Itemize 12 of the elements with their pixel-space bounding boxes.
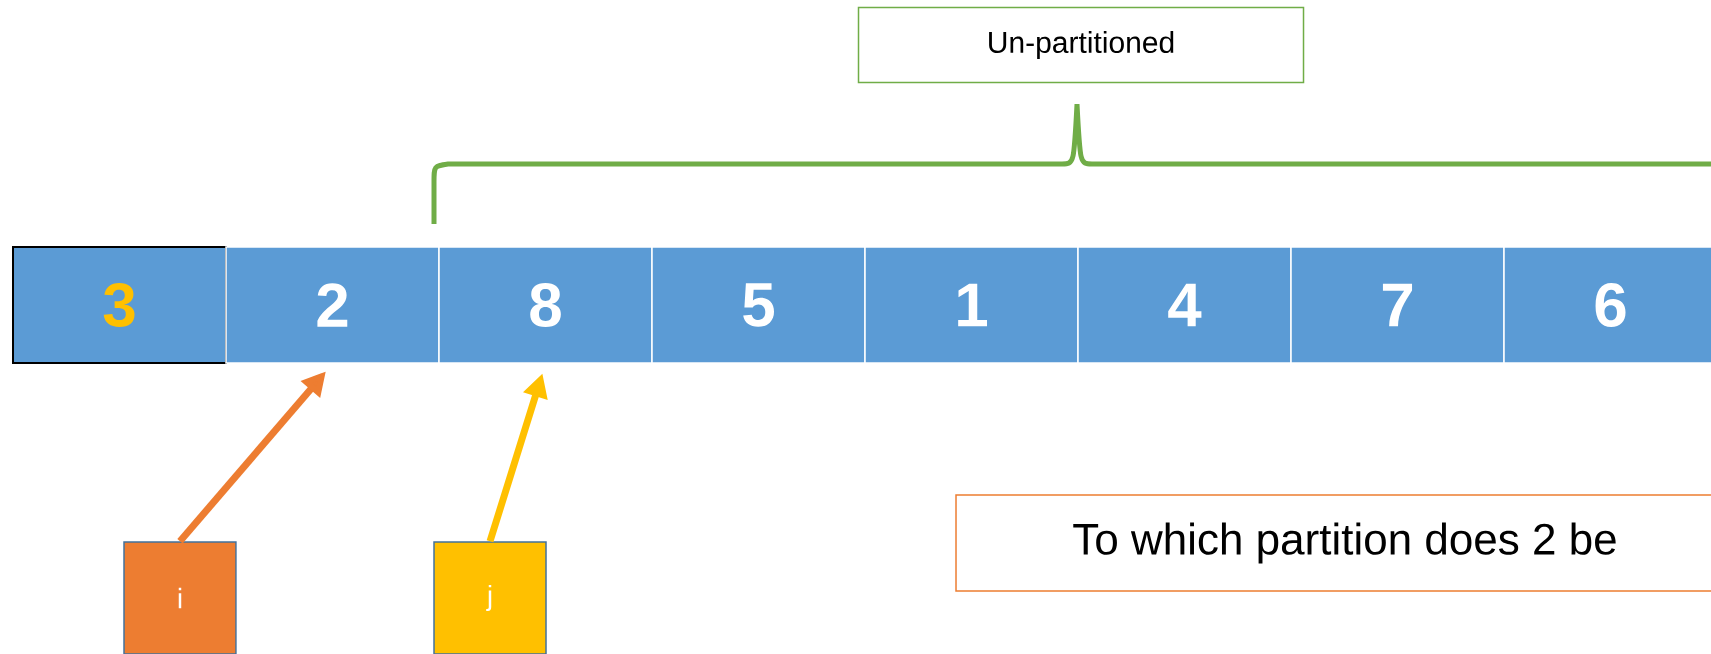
- label-box: Un-partitioned: [857, 6, 1305, 84]
- array-cell: 4: [1077, 246, 1292, 364]
- array-cell: 5: [651, 246, 866, 364]
- array-cell: 2: [225, 246, 440, 364]
- array-cell: 7: [1290, 246, 1505, 364]
- array-cell: 3: [12, 246, 227, 364]
- array-cell: 1: [864, 246, 1079, 364]
- pointer-box: i: [123, 541, 237, 654]
- array-cell: 8: [438, 246, 653, 364]
- question-box: To which partition does 2 be: [955, 494, 1711, 592]
- array-cell: 6: [1503, 246, 1711, 364]
- pointer-box: j: [433, 541, 547, 654]
